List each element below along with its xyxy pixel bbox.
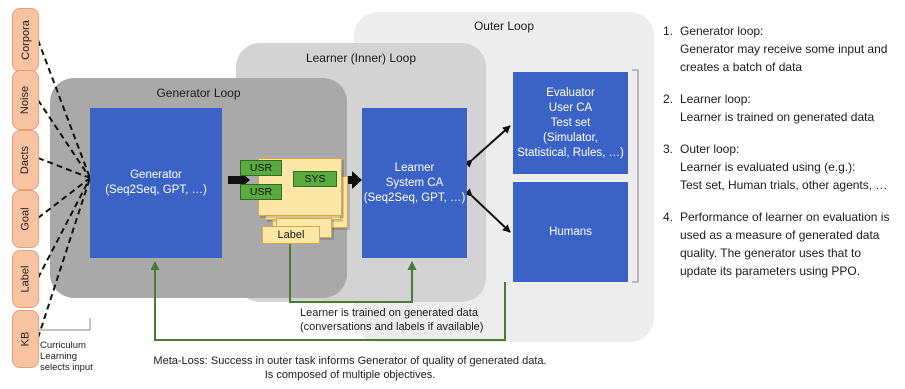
humans-box: Humans <box>513 182 628 282</box>
learner-humans-arrow <box>464 188 511 233</box>
meta-loss-caption: Meta-Loss: Success in outer task informs… <box>153 355 547 381</box>
step-3: 3. Outer loop: Learner is evaluated usin… <box>663 142 888 192</box>
curriculum-caption: Curriculum Learning selects input <box>40 340 93 373</box>
generator-box: Generator (Seq2Seq, GPT, …) <box>90 108 222 258</box>
label-connector <box>37 177 91 279</box>
sys-chip: SYS <box>293 171 337 187</box>
trained-on-data-arrow <box>289 240 417 303</box>
learner-box: Learner System CA (Seq2Seq, GPT, …) <box>362 108 467 258</box>
learner-loop-title: Learner (Inner) Loop <box>305 51 417 65</box>
outer-loop-title: Outer Loop <box>473 19 535 33</box>
kb-connector <box>37 177 91 339</box>
evaluator-box: Evaluator User CA Test set (Simulator, S… <box>513 72 628 174</box>
evaluation-bracket <box>632 69 639 283</box>
data-to-learner-arrow <box>344 171 362 189</box>
generator-loop-title: Generator Loop <box>156 86 241 100</box>
corpora-connector <box>37 39 91 179</box>
input-tab-label: Label <box>12 250 39 308</box>
step-4: 4. Performance of learner on evaluation … <box>663 210 890 278</box>
step-2: 2. Learner loop: Learner is trained on g… <box>663 92 875 124</box>
learner-trained-caption: Learner is trained on generated data (co… <box>300 307 484 333</box>
input-tab-noise: Noise <box>12 70 39 130</box>
input-tab-corpora: Corpora <box>12 8 39 72</box>
usr-chip-1: USR <box>240 160 282 176</box>
noise-connector <box>37 99 91 179</box>
meta-loss-arrow <box>150 261 506 341</box>
input-tab-kb: KB <box>12 310 39 368</box>
learner-evaluator-arrow <box>464 125 511 168</box>
step-1: 1. Generator loop: Generator may receive… <box>663 24 888 74</box>
input-tab-dacts: Dacts <box>12 130 39 190</box>
goal-connector <box>37 177 91 219</box>
label-card: Label <box>262 226 320 244</box>
usr-chip-2: USR <box>240 184 282 200</box>
input-tab-goal: Goal <box>12 190 39 248</box>
